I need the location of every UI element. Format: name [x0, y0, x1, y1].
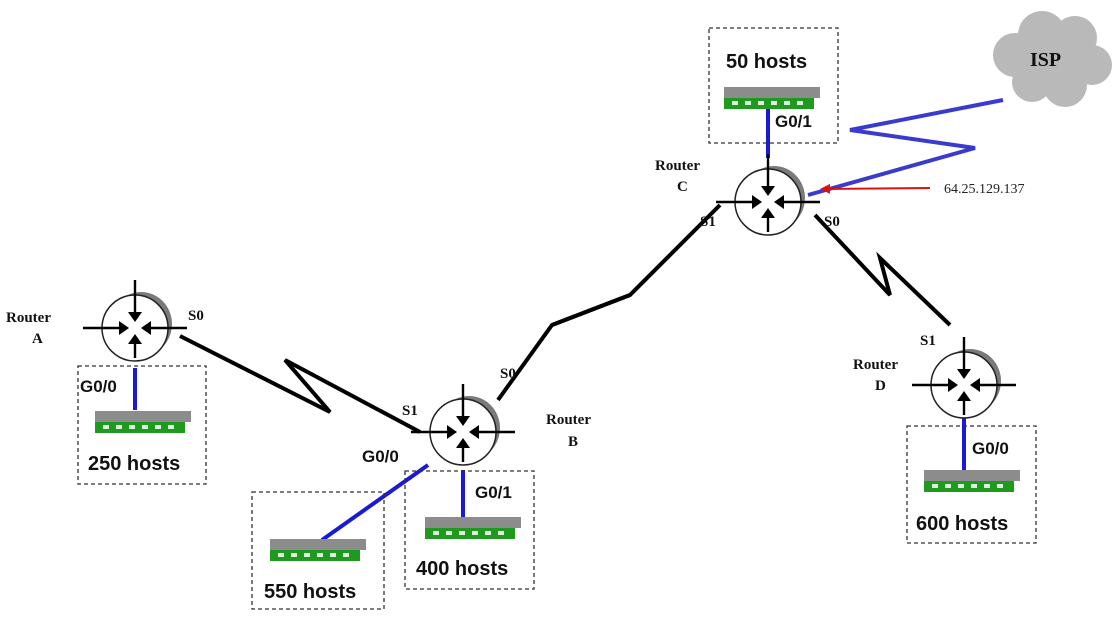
lan-b-g01-hosts: 400 hosts: [416, 558, 508, 580]
lan-box-a: [77, 365, 207, 485]
switch-c: [724, 87, 820, 109]
router-d-label-line1: Router: [853, 357, 898, 373]
router-c-label-line2: C: [677, 179, 688, 195]
lan-d-hosts: 600 hosts: [916, 513, 1008, 535]
switch-a: [95, 411, 191, 433]
serial-link-b-c-zigzag: [551, 293, 631, 327]
router-a-s0-label: S0: [188, 308, 204, 324]
router-a-label-line2: A: [32, 331, 43, 347]
lan-a-hosts: 250 hosts: [88, 453, 180, 475]
switch-b-g01: [425, 517, 521, 539]
lan-box-d: [906, 425, 1037, 544]
lan-c-hosts: 50 hosts: [726, 51, 807, 73]
router-c-s0-label: S0: [824, 214, 840, 230]
lan-box-b-g00: [251, 491, 385, 610]
lan-box-b-g01: [404, 470, 535, 590]
router-a-icon: [81, 278, 189, 363]
router-a-label-line1: Router: [6, 310, 51, 326]
router-c-g01-label: G0/1: [775, 112, 812, 131]
router-d-label-line2: D: [875, 378, 886, 394]
router-b-s1-label: S1: [402, 403, 418, 419]
lan-box-c: [708, 27, 839, 144]
router-d-s1-label: S1: [920, 333, 936, 349]
router-b-g01-label: G0/1: [475, 483, 512, 502]
router-a-g00-label: G0/0: [80, 377, 117, 396]
router-d-g00-label: G0/0: [972, 439, 1009, 458]
isp-ip-address: 64.25.129.137: [944, 182, 1025, 197]
router-b-g00-label: G0/0: [362, 447, 399, 466]
router-b-s0-label: S0: [500, 366, 516, 382]
router-c-icon: [714, 152, 822, 237]
switch-b-g00: [270, 539, 366, 561]
router-c-label-line1: Router: [655, 158, 700, 174]
isp-cloud-icon: [993, 11, 1112, 107]
router-d-icon: [910, 335, 1018, 420]
switch-d: [924, 470, 1020, 492]
router-b-label-line2: B: [568, 434, 578, 450]
isp-link: [807, 98, 1004, 197]
router-c-s1-label: S1: [700, 214, 716, 230]
isp-label: ISP: [1030, 49, 1061, 71]
lan-link-b-g00: [320, 463, 430, 542]
serial-link-c-d: [813, 213, 952, 327]
lan-b-g00-hosts: 550 hosts: [264, 581, 356, 603]
router-b-label-line1: Router: [546, 412, 591, 428]
ip-pointer-arrow: [820, 183, 931, 194]
serial-link-a-b: [179, 334, 421, 434]
